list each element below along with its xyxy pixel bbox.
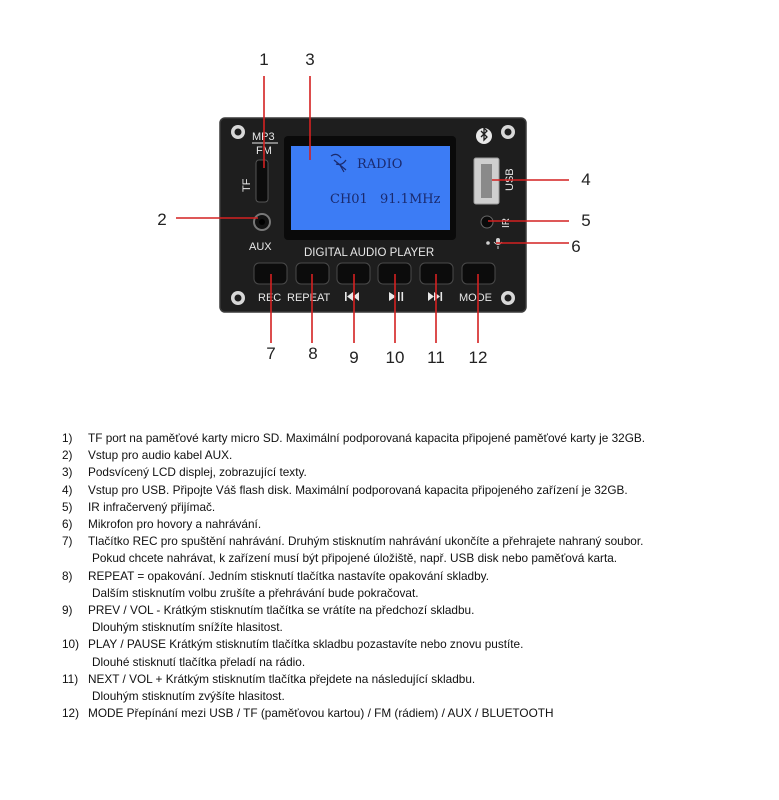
callout-4: 4 [581,170,591,189]
callout-5: 5 [581,211,591,230]
label-title: DIGITAL AUDIO PLAYER [304,247,434,259]
bluetooth-icon [476,126,492,144]
callout-11: 11 [427,348,445,367]
lcd-line1: RADIO [357,157,402,172]
legend-item-4: 4)Vstup pro USB. Připojte Váš flash disk… [62,482,628,497]
label-rec: REC [258,292,281,304]
legend-item-11-sub: Dlouhým stisknutím zvýšíte hlasitost. [92,689,285,704]
lcd-frequency: 91.1MHz [380,192,441,207]
legend-item-12: 12)MODE Přepínání mezi USB / TF (paměťov… [62,706,554,721]
callout-6: 6 [571,237,581,256]
module-diagram: MP3 FM TF AUX RADIO CH01 91.1MHz USB [157,50,591,367]
label-mode: MODE [459,292,492,304]
callout-8: 8 [308,344,318,363]
legend-item-9: 9)PREV / VOL - Krátkým stisknutím tlačít… [62,603,475,618]
legend-item-11: 11)NEXT / VOL + Krátkým stisknutím tlačí… [62,671,476,686]
callout-1: 1 [259,50,269,69]
module-illustration: MP3 FM TF AUX RADIO CH01 91.1MHz USB [176,76,569,343]
callout-7: 7 [266,344,276,363]
label-aux: AUX [249,241,272,253]
callout-lines [176,76,569,343]
play-pause-icon [389,292,404,301]
legend-item-8: 8)REPEAT = opakování. Jedním stisknutí t… [62,568,489,583]
legend-item-5: 5)IR infračervený přijímač. [62,499,216,514]
label-repeat: REPEAT [287,292,330,304]
label-ir: IR [501,218,512,228]
label-tf: TF [241,178,253,192]
mic-hole [486,241,490,245]
callout-10: 10 [385,348,405,367]
callout-3: 3 [305,50,315,69]
lcd-channel: CH01 [330,192,368,207]
legend-item-8-sub: Dalším stisknutím volbu zrušíte a přehrá… [92,585,419,600]
legend-item-10-sub: Dlouhé stisknutí tlačítka přeladí na rád… [92,654,306,669]
legend-item-7-sub: Pokud chcete nahrávat, k zařízení musí b… [92,551,618,566]
callout-9: 9 [349,348,359,367]
ir-receiver [480,215,494,229]
legend-item-9-sub: Dlouhým stisknutím snížíte hlasitost. [92,620,283,635]
legend-item-3: 3)Podsvícený LCD displej, zobrazující te… [62,465,307,480]
callout-12: 12 [468,348,488,367]
legend-item-10: 10)PLAY / PAUSE Krátkým stisknutím tlačí… [62,637,524,652]
callout-2: 2 [157,210,167,229]
lcd-display [291,146,450,230]
legend-list: 1)TF port na paměťové karty micro SD. Ma… [62,430,752,722]
prev-icon [345,292,359,301]
legend-item-1: 1)TF port na paměťové karty micro SD. Ma… [62,431,646,445]
antenna-icon [330,153,347,173]
legend-item-7: 7)Tlačítko REC pro spuštění nahrávání. D… [62,534,644,549]
tf-slot [255,159,269,203]
legend-item-6: 6)Mikrofon pro hovory a nahrávání. [62,517,262,532]
screw-holes [231,125,515,305]
legend-item-2: 2)Vstup pro audio kabel AUX. [62,448,233,463]
